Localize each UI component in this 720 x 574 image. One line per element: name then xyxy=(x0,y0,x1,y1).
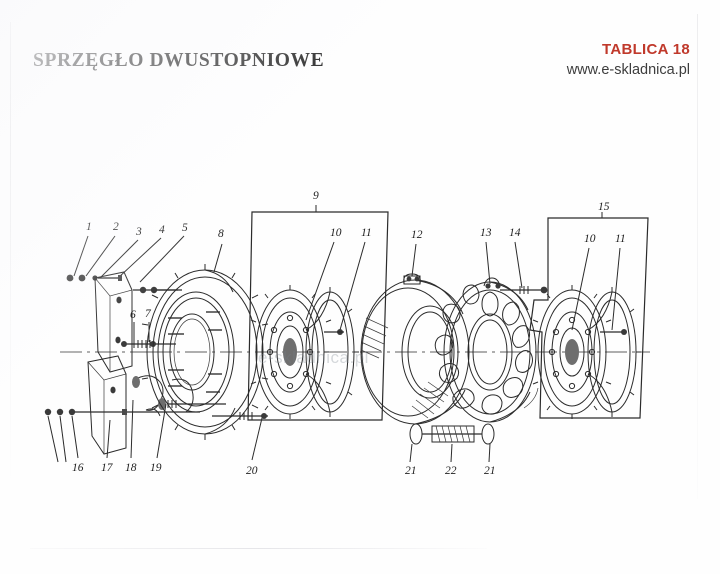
callout-2: 2 xyxy=(113,221,119,233)
callout-15: 15 xyxy=(598,201,610,213)
callout-10: 10 xyxy=(330,227,342,239)
callout-20: 20 xyxy=(246,465,258,477)
callout-4: 4 xyxy=(159,224,165,236)
callout-13: 13 xyxy=(480,227,492,239)
callout-5: 5 xyxy=(182,222,188,234)
callout-21: 21 xyxy=(405,465,417,477)
callout-16: 16 xyxy=(72,462,84,474)
callout-21-right: 21 xyxy=(484,465,496,477)
callout-10-right: 10 xyxy=(584,233,596,245)
callout-12: 12 xyxy=(411,229,423,241)
callout-14: 14 xyxy=(509,227,521,239)
callout-18: 18 xyxy=(125,462,137,474)
callout-19: 19 xyxy=(150,462,162,474)
callout-7: 7 xyxy=(145,308,151,320)
callout-11-right: 11 xyxy=(615,233,626,245)
callout-11: 11 xyxy=(361,227,372,239)
callout-8: 8 xyxy=(218,228,224,240)
callout-6: 6 xyxy=(130,309,136,321)
callout-9: 9 xyxy=(313,190,319,202)
callout-1: 1 xyxy=(86,221,92,233)
callout-22: 22 xyxy=(445,465,457,477)
callout-17: 17 xyxy=(101,462,113,474)
callout-3: 3 xyxy=(136,226,142,238)
